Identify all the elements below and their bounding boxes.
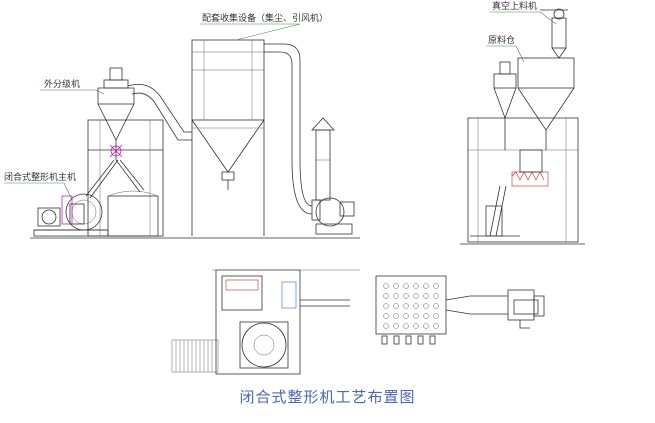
label-classifier: 外分级机 xyxy=(44,80,81,90)
leader-lines xyxy=(4,11,557,201)
plan-view xyxy=(171,269,545,375)
diagram-caption: 闭合式整形机工艺布置图 xyxy=(239,388,416,406)
label-shaping-machine: 闭合式整形机主机 xyxy=(4,173,77,183)
label-dust-collector: 配套收集设备（集尘、引风机） xyxy=(202,14,329,24)
right-elevation-view xyxy=(460,8,585,245)
label-raw-bin: 原料仓 xyxy=(488,36,516,46)
label-vacuum-feeder: 真空上料机 xyxy=(492,2,538,12)
left-elevation-view xyxy=(30,39,360,239)
